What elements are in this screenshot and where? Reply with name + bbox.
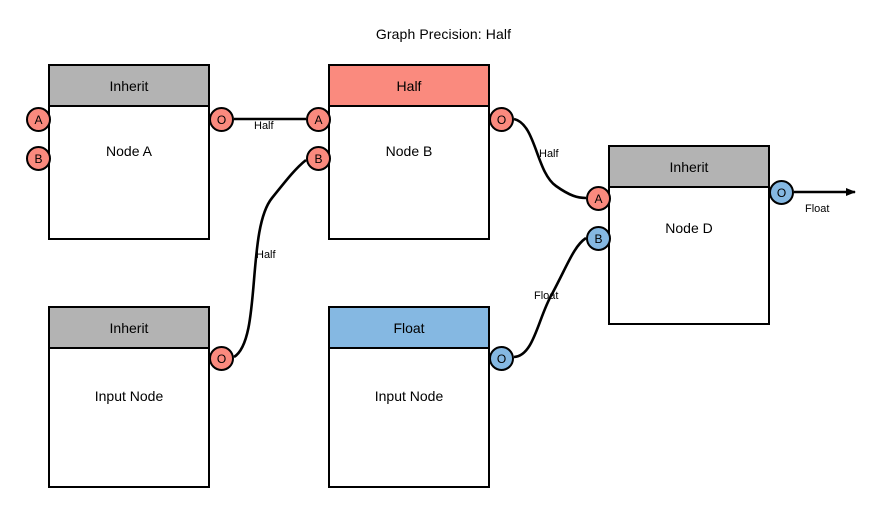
node-d-output-port-o[interactable]: O [769, 180, 794, 205]
node-b-title: Node B [385, 142, 433, 159]
node-b-body: Node B [330, 107, 488, 238]
node-a-input-port-a[interactable]: A [26, 107, 51, 132]
node-a-input-port-b[interactable]: B [26, 146, 51, 171]
node-a-input-port-b-label: B [34, 151, 43, 166]
input-node-middle-title: Input Node [374, 387, 444, 404]
node-b-output-port-o-label: O [496, 112, 507, 127]
node-a-input-port-a-label: A [34, 112, 43, 127]
node-b[interactable]: Half Node B [328, 64, 490, 240]
node-b-output-port-o[interactable]: O [489, 107, 514, 132]
node-b-header: Half [330, 66, 488, 107]
node-d-header: Inherit [610, 147, 768, 188]
input-node-left-output-port-o-label: O [216, 351, 227, 366]
graph-precision-title: Graph Precision: Half [375, 26, 512, 42]
node-d[interactable]: Inherit Node D [608, 145, 770, 325]
node-b-input-port-a-label: A [314, 112, 323, 127]
input-node-middle[interactable]: Float Input Node [328, 306, 490, 488]
node-a-body: Node A [50, 107, 208, 238]
input-node-middle-output-port-o[interactable]: O [489, 346, 514, 371]
input-node-middle-body: Input Node [330, 349, 488, 486]
node-d-input-port-a[interactable]: A [586, 186, 611, 211]
node-d-title: Node D [665, 219, 713, 236]
node-d-input-port-a-label: A [594, 191, 603, 206]
node-b-input-port-b-label: B [314, 151, 323, 166]
node-a-header-label: Inherit [109, 77, 149, 94]
node-d-input-port-b-label: B [594, 231, 603, 246]
input-node-middle-header: Float [330, 308, 488, 349]
node-d-input-port-b[interactable]: B [586, 226, 611, 251]
input-node-left-header-label: Inherit [109, 319, 149, 336]
node-a-output-port-o[interactable]: O [209, 107, 234, 132]
input-node-middle-output-port-o-label: O [496, 351, 507, 366]
node-b-input-port-b[interactable]: B [306, 146, 331, 171]
node-b-header-label: Half [396, 77, 422, 94]
input-node-left-body: Input Node [50, 349, 208, 486]
input-node-left-output-port-o[interactable]: O [209, 346, 234, 371]
input-node-left-header: Inherit [50, 308, 208, 349]
node-a-header: Inherit [50, 66, 208, 107]
edge-label-inputleft-to-b: Half [256, 249, 276, 261]
input-node-left[interactable]: Inherit Input Node [48, 306, 210, 488]
node-b-input-port-a[interactable]: A [306, 107, 331, 132]
edge-label-d-output: Float [805, 203, 830, 215]
edge-label-inputmid-to-d: Float [534, 290, 559, 302]
node-d-header-label: Inherit [669, 158, 709, 175]
edge-label-a-to-b: Half [254, 120, 274, 132]
input-node-middle-header-label: Float [393, 319, 425, 336]
node-d-output-port-o-label: O [776, 185, 787, 200]
input-node-left-title: Input Node [94, 387, 164, 404]
node-a-output-port-o-label: O [216, 112, 227, 127]
edge-label-b-to-d: Half [539, 148, 559, 160]
node-d-body: Node D [610, 188, 768, 323]
node-a[interactable]: Inherit Node A [48, 64, 210, 240]
node-a-title: Node A [106, 142, 152, 159]
